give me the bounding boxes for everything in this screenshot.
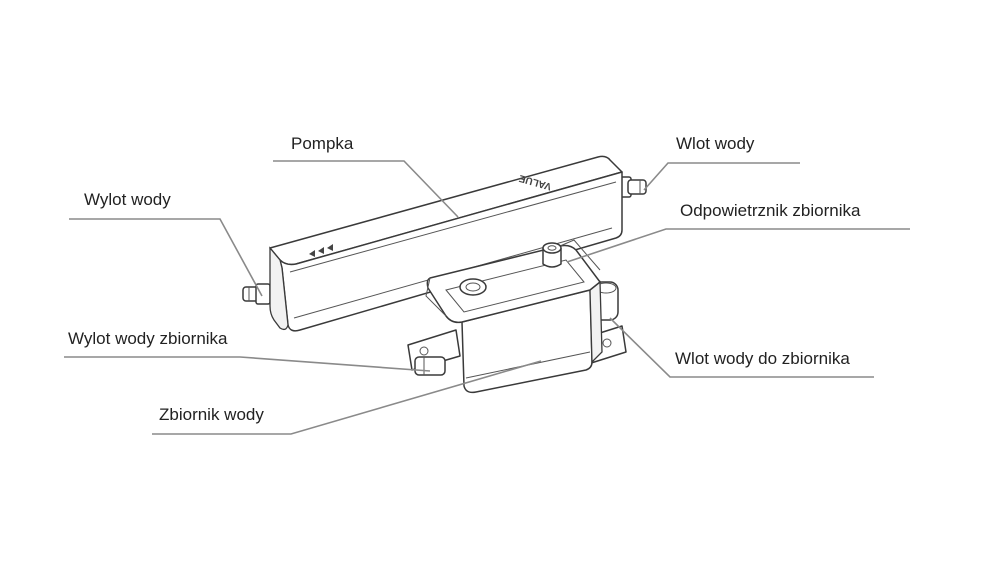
leader-water-tank: [152, 360, 542, 435]
tank-outlet-port: [414, 356, 446, 376]
tank-body: [407, 239, 627, 394]
leader-pump: [273, 160, 459, 218]
label-pump: Pompka: [291, 134, 354, 153]
label-tank-vent: Odpowietrznik zbiornika: [680, 201, 861, 220]
lid-port: [459, 278, 487, 296]
leader-tank-vent: [566, 228, 910, 263]
label-water-outlet: Wylot wody: [84, 190, 171, 209]
label-water-tank: Zbiornik wody: [159, 405, 264, 424]
labels: Pompka Wlot wody Wylot wody Odpowietrzni…: [68, 134, 861, 424]
tank-vent: [542, 242, 562, 268]
leader-water-inlet: [643, 162, 800, 191]
pump-inlet-nipple: [616, 176, 647, 198]
label-tank-water-inlet: Wlot wody do zbiornika: [675, 349, 850, 368]
pump-body: VALUE: [242, 155, 647, 332]
leader-tank-water-outlet: [64, 356, 431, 372]
leader-tank-water-inlet: [609, 317, 874, 378]
leader-lines: [64, 160, 910, 435]
label-tank-water-outlet: Wylot wody zbiornika: [68, 329, 228, 348]
label-water-inlet: Wlot wody: [676, 134, 755, 153]
leader-water-outlet: [69, 218, 263, 297]
flow-arrows: [309, 244, 333, 257]
